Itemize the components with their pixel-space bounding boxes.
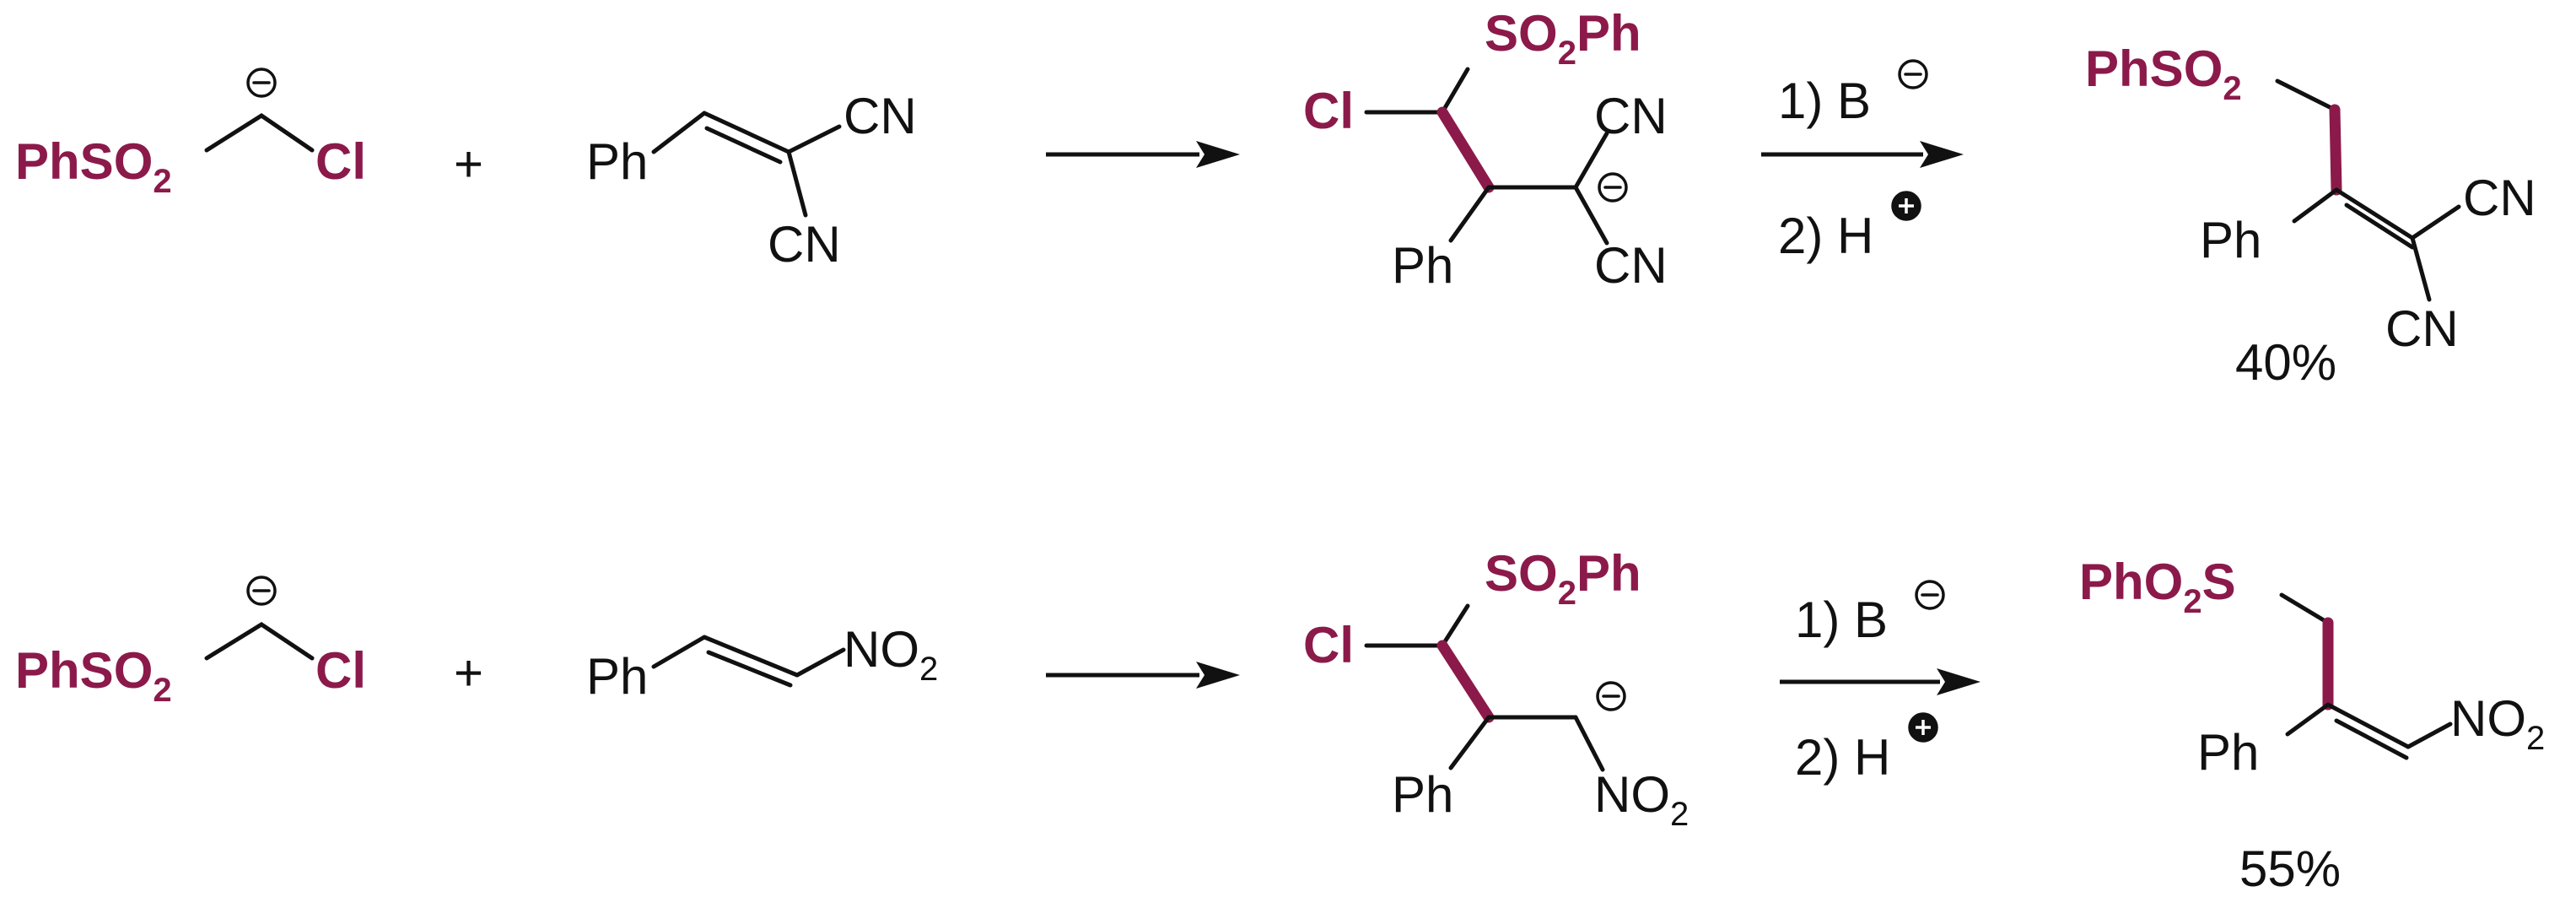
minus-charge-icon [246,68,277,98]
acid-step-label: 2) H [1795,729,1890,786]
so2ph-label: SO2Ph [1485,545,1641,612]
phso2-label: PhSO2 [2085,41,2242,107]
cn-label: CN [2463,170,2536,226]
yield-label: 55% [2239,840,2341,897]
reagent-2-alkene: Ph NO2 [586,621,938,705]
conditions-2: 1) B 2) H [1780,580,1981,786]
cn-label: CN [1594,237,1668,294]
reagent-1-carbanion: PhSO2 Cl [15,68,366,200]
cl-label: Cl [315,642,366,699]
cl-label: Cl [315,133,366,190]
acid-step-label: 2) H [1778,208,1873,264]
base-step-label: 1) B [1795,592,1888,648]
no2-label: NO2 [2450,690,2545,757]
yield-label: 40% [2235,334,2336,391]
minus-charge-icon [1596,681,1626,711]
intermediate-1: SO2Ph Cl Ph CN CN [1303,5,1668,294]
reaction-2: PhSO2 Cl + Ph NO2 SO2Ph Cl [15,545,2545,897]
phso2-label: PhSO2 [15,133,172,200]
plus-charge-icon [1891,191,1921,221]
cn-label: CN [2385,300,2459,357]
cn-label: CN [768,216,841,273]
product-1: PhSO2 Ph CN CN 40% [2085,41,2536,391]
reagent-2-alkene: Ph CN CN [586,88,917,273]
no2-label: NO2 [843,621,938,688]
ph-label: Ph [1392,237,1453,294]
minus-charge-icon [1898,59,1928,89]
plus-sign: + [454,136,483,192]
ph-label: Ph [2197,724,2259,781]
new-bond-highlight [2329,104,2342,196]
carbanion-bonds [204,113,315,153]
minus-charge-icon [1915,580,1945,610]
cn-label: CN [843,88,917,144]
ph-label: Ph [2200,212,2261,268]
minus-charge-icon [1598,172,1628,203]
ph-label: Ph [586,648,648,705]
reagent-1-carbanion: PhSO2 Cl [15,576,366,709]
minus-charge-icon [246,576,277,606]
cl-label: Cl [1303,617,1354,673]
reaction-arrow [1046,141,1240,168]
conditions-1: 1) B 2) H [1761,59,1964,264]
pho2s-label: PhO2S [2079,554,2236,620]
cn-label: CN [1594,88,1668,144]
plus-charge-icon [1908,712,1938,743]
reaction-1: PhSO2 Cl + Ph CN CN SO2Ph Cl [15,5,2536,391]
new-bond-highlight [1436,106,1495,193]
ph-label: Ph [1392,766,1453,823]
so2ph-label: SO2Ph [1485,5,1641,72]
intermediate-2: SO2Ph Cl Ph NO2 [1303,545,1689,833]
no2-label: NO2 [1594,766,1689,833]
phso2-label: PhSO2 [15,642,172,709]
plus-sign: + [454,645,483,701]
carbanion-bonds [204,622,315,661]
base-step-label: 1) B [1778,73,1871,129]
product-2: PhO2S Ph NO2 55% [2079,554,2545,897]
ph-label: Ph [586,133,648,190]
reaction-arrow [1046,662,1240,689]
new-bond-highlight [1436,640,1495,723]
cl-label: Cl [1303,83,1354,139]
